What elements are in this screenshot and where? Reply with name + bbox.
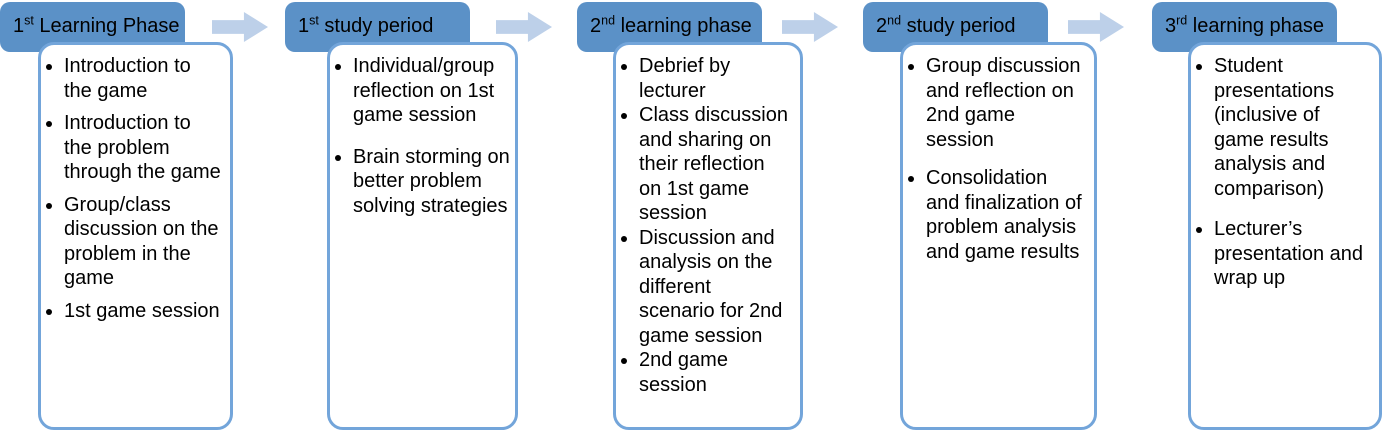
phase-5-number: 3 xyxy=(1165,14,1177,37)
bullet-item: Consolidation and finalization of proble… xyxy=(926,166,1086,264)
phase-1-title: 1st Learning Phase xyxy=(13,12,180,38)
phase-3-title: 2nd learning phase xyxy=(590,12,752,38)
phase-4-title: 2nd study period xyxy=(876,12,1016,38)
phase-2-content-box: Individual/group reflection on 1st game … xyxy=(327,42,518,430)
phase-4-title-text: study period xyxy=(901,14,1016,37)
phase-4-ordinal: nd xyxy=(887,12,902,27)
phase-5-ordinal: rd xyxy=(1176,12,1188,27)
bullet-item: 2nd game session xyxy=(639,348,792,397)
bullet-item: Group discussion and reflection on 2nd g… xyxy=(926,54,1086,152)
phase-1-bullet-list: Introduction to the game Introduction to… xyxy=(41,45,230,323)
phase-2-ordinal: st xyxy=(309,12,319,27)
phase-4-bullet-list: Group discussion and reflection on 2nd g… xyxy=(903,45,1094,264)
phase-2-bullet-list: Individual/group reflection on 1st game … xyxy=(330,45,515,218)
right-arrow-icon xyxy=(782,12,838,42)
right-arrow-icon xyxy=(496,12,552,42)
phase-3-ordinal: nd xyxy=(601,12,616,27)
bullet-item: Student presentations (inclusive of game… xyxy=(1214,54,1371,201)
phase-5-title: 3rd learning phase xyxy=(1165,12,1325,38)
phase-5-content-box: Student presentations (inclusive of game… xyxy=(1188,42,1382,430)
bullet-item: Class discussion and sharing on their re… xyxy=(639,103,792,226)
phase-5-bullet-list: Student presentations (inclusive of game… xyxy=(1191,45,1379,291)
phase-2-title-text: study period xyxy=(318,14,434,37)
bullet-item: Debrief by lecturer xyxy=(639,54,792,103)
phase-1-number: 1 xyxy=(13,14,25,37)
phase-2-title: 1st study period xyxy=(298,12,434,38)
phase-3-bullet-list: Debrief by lecturer Class discussion and… xyxy=(616,45,800,397)
phase-1-ordinal: st xyxy=(24,12,34,27)
phase-3-title-text: learning phase xyxy=(615,14,752,37)
bullet-item: Lecturer’s presentation and wrap up xyxy=(1214,217,1371,291)
bullet-item: Discussion and analysis on the different… xyxy=(639,226,792,349)
bullet-item: Introduction to the problem through the … xyxy=(64,111,222,185)
phase-4-content-box: Group discussion and reflection on 2nd g… xyxy=(900,42,1097,430)
bullet-item: Group/class discussion on the problem in… xyxy=(64,193,222,291)
phase-5-title-text: learning phase xyxy=(1187,14,1325,37)
bullet-item: Brain storming on better problem solving… xyxy=(353,145,511,219)
phase-3-number: 2 xyxy=(590,14,602,37)
bullet-item: 1st game session xyxy=(64,299,222,324)
bullet-item: Individual/group reflection on 1st game … xyxy=(353,54,511,128)
phase-1-content-box: Introduction to the game Introduction to… xyxy=(38,42,233,430)
phase-1-title-text: Learning Phase xyxy=(33,14,180,37)
right-arrow-icon xyxy=(212,12,268,42)
phase-2-number: 1 xyxy=(298,14,310,37)
phase-3-content-box: Debrief by lecturer Class discussion and… xyxy=(613,42,803,430)
right-arrow-icon xyxy=(1068,12,1124,42)
bullet-item: Introduction to the game xyxy=(64,54,222,103)
phase-4-number: 2 xyxy=(876,14,888,37)
